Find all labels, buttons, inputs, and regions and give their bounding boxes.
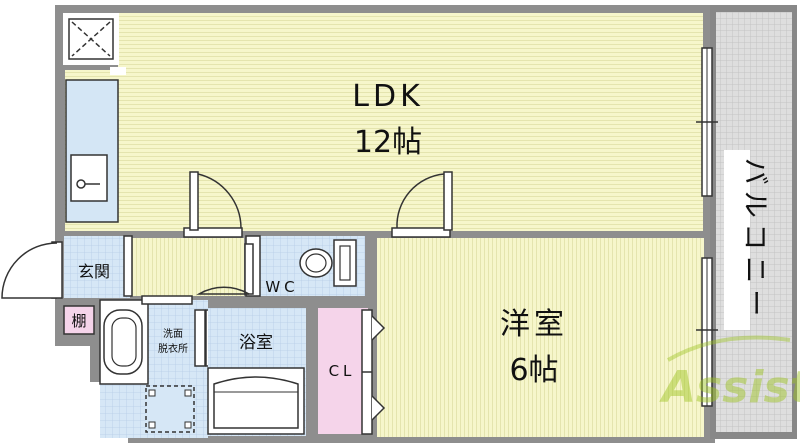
shelf-label: 棚 — [71, 312, 86, 330]
western-room-size-label: 6帖 — [509, 353, 558, 388]
entrance-area — [64, 235, 133, 298]
toilet-icon — [299, 239, 357, 287]
western-room-floor — [377, 238, 704, 437]
washroom-label-line2: 脱衣所 — [158, 342, 188, 355]
ldk-window-icon — [696, 47, 718, 197]
ventilation-fan-icon — [63, 13, 119, 65]
assist-logo: Assist — [659, 335, 800, 413]
western-window-icon — [696, 257, 718, 407]
washing-machine-icon — [145, 385, 195, 433]
ldk-floor — [118, 13, 703, 231]
balcony — [710, 5, 797, 439]
svg-text:Assist: Assist — [659, 362, 800, 413]
kitchen-counter — [65, 79, 119, 223]
ldk-label: LDK — [352, 79, 424, 114]
entrance-door-icon — [1, 241, 63, 299]
balcony-label: バルコニー — [739, 158, 770, 322]
entrance-label: 玄関 — [78, 262, 110, 281]
closet — [318, 308, 386, 435]
closet-label: CL — [329, 362, 356, 380]
ldk-door-left-icon — [183, 171, 243, 238]
bath-label: 浴室 — [239, 333, 273, 353]
ldk-door-right-icon — [391, 171, 453, 238]
washroom-label-line1: 洗面 — [163, 328, 183, 340]
wc-label: WC — [265, 278, 298, 296]
hallway-door-icon — [196, 243, 254, 295]
shelf-area — [63, 305, 95, 335]
hallway-floor — [132, 238, 244, 296]
ldk-size-label: 12帖 — [354, 125, 422, 160]
bathtub-icon — [207, 367, 305, 435]
western-room-label: 洋室 — [500, 307, 568, 342]
